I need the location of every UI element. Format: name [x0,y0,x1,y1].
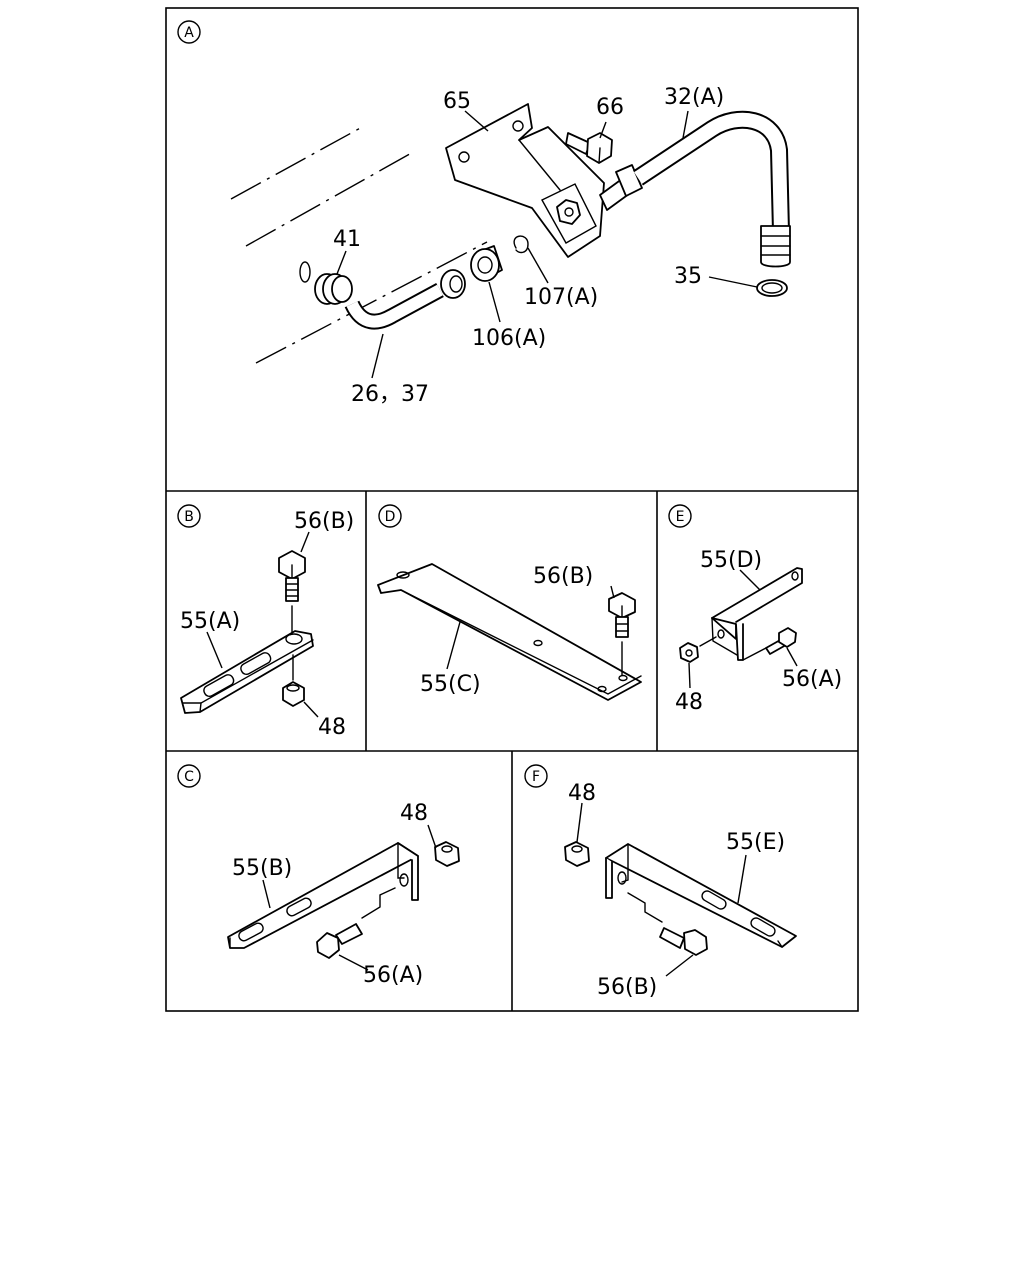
panel-d-leaders [446,585,615,670]
label-66: 66 [596,95,624,120]
bracket-55e [605,843,797,948]
bolt-56b-panel-f [659,927,708,956]
nut-48-panel-f [564,841,590,867]
label-56b: 56(B) [294,509,354,534]
fitting-106a [470,245,503,282]
label-55d: 55(D) [700,548,762,573]
bracket-55b [227,842,419,949]
panel-f-marker: F [524,764,548,788]
nut-48-panel-e [679,636,717,663]
bracket-65 [445,103,605,258]
panel-e-marker: E [668,504,692,528]
panel-f: F 48 55(E) 56(B) [524,764,797,1000]
label-55b: 55(B) [232,856,292,881]
panel-a-marker: A [177,20,201,44]
label-32a: 32(A) [664,85,724,110]
panel-b: B 56(B) 55(A) [177,504,354,740]
label-56a: 56(A) [363,963,423,988]
bolt-56a-panel-e [742,627,797,661]
label-55e: 55(E) [726,830,785,855]
panel-a: A [177,20,791,407]
panel-b-marker: B [177,504,201,528]
svg-text:B: B [184,509,194,525]
svg-text:D: D [385,509,396,525]
svg-text:F: F [532,769,540,785]
snap-ring-107a [513,235,529,254]
bolt-56b-panel-d [608,592,636,676]
panel-frames [165,7,859,1012]
panel-e: E 55(D) 48 56(A) [668,504,842,715]
svg-text:C: C [184,769,194,785]
label-48: 48 [675,690,703,715]
label-106a: 106(A) [472,326,546,351]
label-56a: 56(A) [782,667,842,692]
label-48: 48 [568,781,596,806]
label-55c: 55(C) [420,672,481,697]
label-65: 65 [443,89,471,114]
label-48: 48 [400,801,428,826]
panel-a-leaders [336,110,758,379]
bracket-55a [180,630,314,714]
svg-text:E: E [676,509,685,525]
hose-26-37 [344,269,466,330]
panel-c: C 48 55(B) 56(A) [177,764,460,988]
bracket-55d [711,567,803,661]
svg-text:A: A [184,25,194,41]
label-56b: 56(B) [597,975,657,1000]
washer-35 [756,279,788,297]
label-41: 41 [333,227,361,252]
nut-48-panel-b [282,654,305,707]
panel-c-leaders [262,824,437,971]
label-26-37: 26，37 [351,382,429,407]
panel-c-marker: C [177,764,201,788]
panel-d: D 56(B) 55(C) [377,504,642,701]
bolt-56a-panel-c [316,923,363,959]
pipe-32a [599,110,791,268]
label-48: 48 [318,715,346,740]
bracket-55c [377,563,642,701]
label-55a: 55(A) [180,609,240,634]
frame-rail-lines [230,125,488,364]
label-107a: 107(A) [524,285,598,310]
hex-nut-in-bracket [556,199,581,225]
nut-48-panel-c [434,841,460,867]
panel-f-leaders [576,802,747,977]
panel-e-leaders [688,569,798,689]
bolt-56b-panel-b [278,550,306,633]
bolt-66 [565,132,613,164]
label-35: 35 [674,264,702,289]
panel-d-marker: D [378,504,402,528]
panel-b-leaders [206,531,319,718]
grommet-41 [299,261,353,305]
label-56b: 56(B) [533,564,593,589]
